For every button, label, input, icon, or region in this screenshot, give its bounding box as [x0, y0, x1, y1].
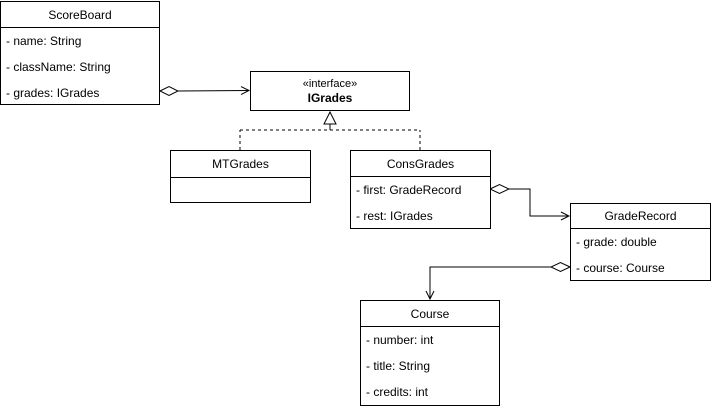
- realization-triangle-icon: [323, 110, 337, 125]
- class-name: Course: [361, 301, 499, 327]
- attribute: - number: int: [366, 333, 434, 347]
- attribute: - course: Course: [576, 261, 665, 275]
- class-name: ConsGrades: [351, 151, 490, 177]
- attribute: - first: GradeRecord: [356, 183, 462, 197]
- class-name: ScoreBoard: [1, 2, 159, 28]
- class-name: IGrades: [307, 91, 353, 105]
- attribute: - credits: int: [366, 385, 429, 399]
- attribute: - name: String: [6, 34, 82, 48]
- interface-igrades[interactable]: «interface» IGrades: [250, 71, 410, 111]
- attribute: - grade: double: [576, 235, 657, 249]
- class-name: GradeRecord: [571, 204, 710, 229]
- class-graderecord[interactable]: GradeRecord - grade: double - course: Co…: [570, 203, 711, 281]
- aggregation-graderecord-course: [430, 261, 572, 300]
- class-mtgrades[interactable]: MTGrades: [170, 150, 311, 203]
- attribute: - className: String: [6, 60, 111, 74]
- realization-lines: [239, 110, 421, 150]
- class-scoreboard[interactable]: ScoreBoard - name: String - className: S…: [0, 1, 160, 105]
- attribute: - title: String: [366, 359, 431, 373]
- class-consgrades[interactable]: ConsGrades - first: GradeRecord - rest: …: [350, 150, 491, 229]
- aggregation-scoreboard-igrades: [158, 85, 249, 97]
- attribute: - rest: IGrades: [356, 209, 433, 223]
- class-course[interactable]: Course - number: int - title: String - c…: [360, 300, 500, 406]
- stereotype-label: «interface»: [302, 78, 358, 90]
- class-name: MTGrades: [171, 151, 310, 178]
- aggregation-consgrades-graderecord: [488, 183, 569, 217]
- attribute: - grades: IGrades: [6, 86, 100, 100]
